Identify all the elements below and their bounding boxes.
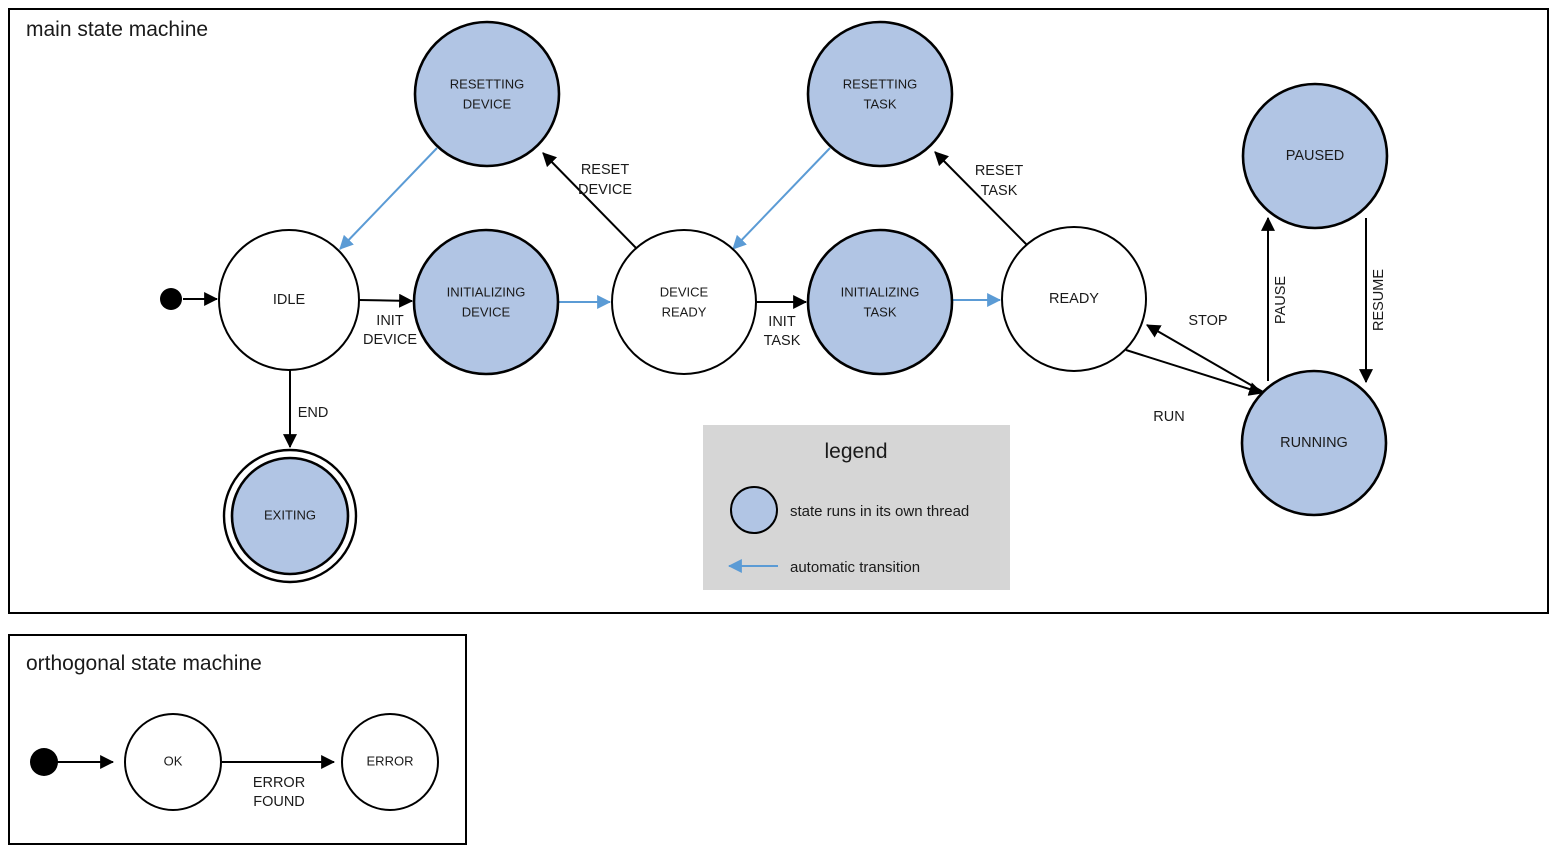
edge-label-error-found-line2: FOUND	[253, 794, 305, 810]
running-label: RUNNING	[1280, 435, 1348, 451]
device-ready-label-line2: READY	[662, 304, 707, 319]
legend-automatic-label: automatic transition	[790, 559, 920, 576]
state-node-error[interactable]: ERROR	[341, 713, 439, 811]
resetting-device-label-line1: RESETTING	[450, 76, 524, 91]
error-label: ERROR	[367, 753, 414, 768]
legend-thread-swatch-icon	[730, 486, 778, 534]
edge-label-init-device-line1: INIT	[376, 313, 404, 329]
state-node-idle[interactable]: IDLE	[218, 229, 360, 371]
edge-running-to-ready	[1146, 324, 1264, 393]
edge-label-run: RUN	[1153, 409, 1184, 425]
ready-circle	[1001, 226, 1147, 372]
orthogonal-frame-title: orthogonal state machine	[26, 652, 262, 675]
idle-circle	[218, 229, 360, 371]
edge-label-reset-task-line2: TASK	[981, 183, 1018, 199]
initializing-task-label-line1: INITIALIZING	[841, 284, 920, 299]
state-node-ok[interactable]: OK	[124, 713, 222, 811]
state-node-device-ready[interactable]: DEVICE READY	[611, 229, 757, 375]
edge-label-reset-task-line1: RESET	[975, 163, 1023, 179]
state-node-resetting-device[interactable]: RESETTING DEVICE	[413, 20, 561, 168]
edge-label-init-task-line1: INIT	[768, 314, 796, 330]
state-node-running[interactable]: RUNNING	[1240, 369, 1388, 517]
idle-label: IDLE	[273, 292, 306, 308]
edge-label-error-found-line1: ERROR	[253, 775, 305, 791]
transition-edges	[183, 147, 1373, 449]
exiting-label: EXITING	[264, 507, 316, 522]
ok-label: OK	[164, 753, 183, 768]
exiting-circle	[230, 456, 350, 576]
edge-device-ready-to-resetting-device	[542, 152, 639, 251]
device-ready-label-line1: DEVICE	[660, 284, 709, 299]
state-node-ready[interactable]: READY	[1001, 226, 1147, 372]
legend-thread-label: state runs in its own thread	[790, 503, 969, 520]
resetting-task-label-line1: RESETTING	[843, 76, 917, 91]
main-frame-title: main state machine	[26, 18, 208, 41]
resetting-task-circle	[806, 20, 954, 168]
start-node-main[interactable]	[160, 288, 182, 310]
orthogonal-state-machine-frame: orthogonal state machine ERROR FOUND OK …	[8, 634, 467, 845]
resetting-task-label-line2: TASK	[864, 96, 897, 111]
initial-state-dot-icon	[160, 288, 182, 310]
edge-resetting-task-to-device-ready	[732, 147, 831, 250]
edge-ready-to-resetting-task	[934, 151, 1030, 248]
initializing-device-label-line1: INITIALIZING	[447, 284, 526, 299]
legend: legend state runs in its own thread auto…	[703, 425, 1010, 590]
initializing-task-label-line2: TASK	[864, 304, 897, 319]
edge-label-pause: PAUSE	[1273, 276, 1289, 324]
state-node-exiting[interactable]: EXITING	[222, 448, 358, 584]
edge-ready-to-running	[1125, 349, 1264, 396]
ok-circle	[124, 713, 222, 811]
edge-label-stop: STOP	[1188, 313, 1227, 329]
edge-label-reset-device-line2: DEVICE	[578, 182, 632, 198]
paused-label: PAUSED	[1286, 148, 1345, 164]
state-node-paused[interactable]: PAUSED	[1241, 82, 1389, 230]
legend-title: legend	[824, 440, 887, 463]
edge-label-reset-device-line1: RESET	[581, 162, 629, 178]
error-circle	[341, 713, 439, 811]
transition-labels: INIT DEVICE RESET DEVICE INIT TASK RESET…	[298, 162, 1387, 425]
edge-label-init-device-line2: DEVICE	[363, 332, 417, 348]
initial-state-dot-orthogonal-icon	[30, 748, 58, 776]
device-ready-circle	[611, 229, 757, 375]
state-node-resetting-task[interactable]: RESETTING TASK	[806, 20, 954, 168]
edge-label-end: END	[298, 405, 329, 421]
initializing-task-circle	[806, 228, 954, 376]
resetting-device-circle	[413, 20, 561, 168]
edge-label-resume: RESUME	[1371, 269, 1387, 331]
edge-resetting-device-to-idle	[339, 147, 438, 250]
initializing-device-label-line2: DEVICE	[462, 304, 511, 319]
resetting-device-label-line2: DEVICE	[463, 96, 512, 111]
initializing-device-circle	[412, 228, 560, 376]
edge-idle-to-initializing-device	[358, 293, 414, 308]
edge-label-init-task-line2: TASK	[764, 333, 801, 349]
state-node-initializing-device[interactable]: INITIALIZING DEVICE	[412, 228, 560, 376]
ready-label: READY	[1049, 291, 1099, 307]
running-circle	[1240, 369, 1388, 517]
state-node-initializing-task[interactable]: INITIALIZING TASK	[806, 228, 954, 376]
start-node-orthogonal[interactable]	[30, 748, 58, 776]
paused-circle	[1241, 82, 1389, 230]
